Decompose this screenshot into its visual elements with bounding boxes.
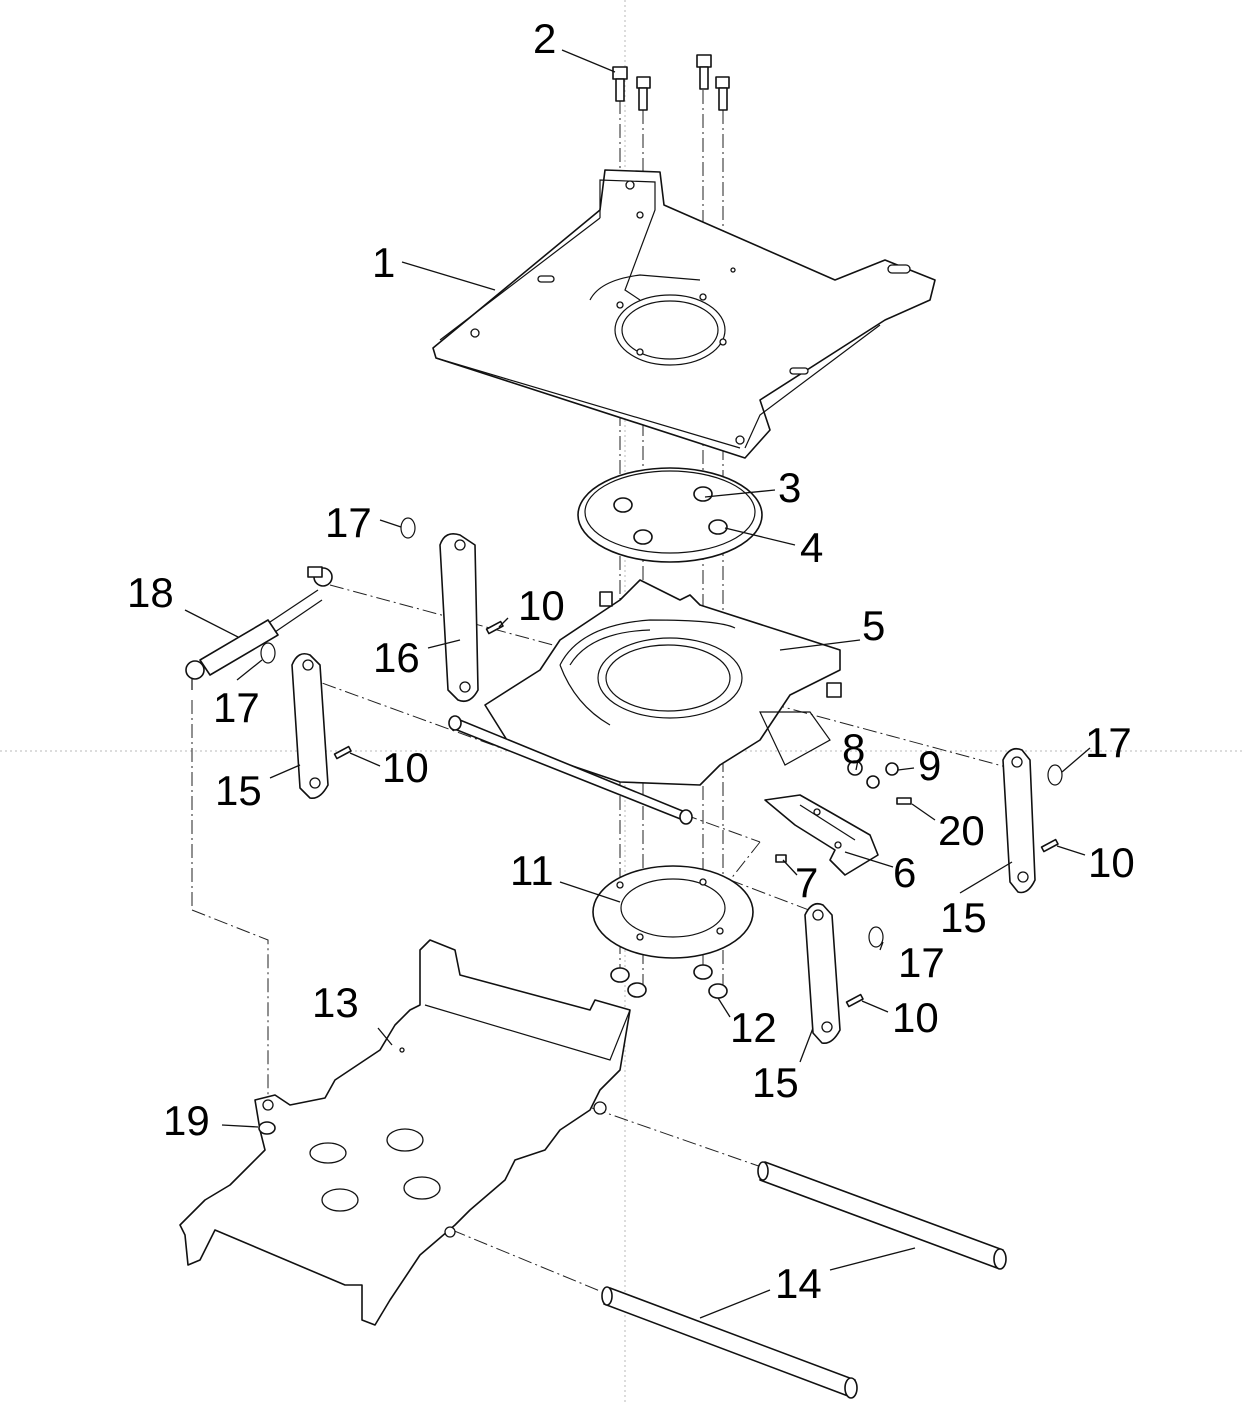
front-link (804, 902, 841, 1045)
callout-13: 13 (312, 979, 359, 1026)
callout-17-right: 17 (1085, 719, 1132, 766)
bolts (612, 54, 730, 111)
callout-10-upper: 10 (518, 582, 565, 629)
nuts (610, 964, 728, 999)
callout-3: 3 (778, 464, 801, 511)
callout-5: 5 (862, 602, 885, 649)
callout-4: 4 (800, 524, 823, 571)
callout-10-left: 10 (382, 744, 429, 791)
bushings (613, 486, 728, 545)
callout-10-front: 10 (892, 994, 939, 1041)
gas-spring (185, 566, 333, 690)
callout-15-right: 15 (940, 894, 987, 941)
leader-lines (184, 49, 1091, 1319)
retaining-clips (260, 517, 1063, 948)
footrest-pan (179, 939, 631, 1326)
callout-11: 11 (510, 847, 554, 894)
callout-7: 7 (795, 859, 818, 906)
upper-link (439, 532, 479, 703)
swivel-plate (484, 579, 842, 786)
callout-17-upper: 17 (325, 499, 372, 546)
latch-assembly (764, 760, 912, 876)
bearing-ring (577, 467, 763, 563)
callout-17-left: 17 (213, 684, 260, 731)
seat-mounting-plate (432, 169, 936, 459)
callout-17-front: 17 (898, 939, 945, 986)
left-link (291, 652, 329, 800)
callout-10-right: 10 (1088, 839, 1135, 886)
callout-14: 14 (775, 1260, 822, 1307)
callout-18: 18 (127, 569, 174, 616)
callout-15-front: 15 (752, 1059, 799, 1106)
pivot-shaft (448, 715, 693, 825)
callout-8: 8 (842, 725, 865, 772)
callout-12: 12 (730, 1004, 777, 1051)
footrest-rods (601, 1161, 1007, 1399)
callout-6: 6 (893, 849, 916, 896)
callout-9: 9 (918, 742, 941, 789)
callout-labels: 1 2 3 4 5 6 7 8 9 10 10 10 10 10 11 12 1… (127, 15, 1135, 1307)
lock-nut (258, 1121, 276, 1135)
right-link (1002, 747, 1036, 894)
callout-2: 2 (533, 15, 556, 62)
callout-19: 19 (163, 1097, 210, 1144)
callout-20: 20 (938, 807, 985, 854)
lower-ring (592, 865, 754, 959)
callout-15-left: 15 (215, 767, 262, 814)
callout-16: 16 (373, 634, 420, 681)
callout-1: 1 (372, 239, 395, 286)
